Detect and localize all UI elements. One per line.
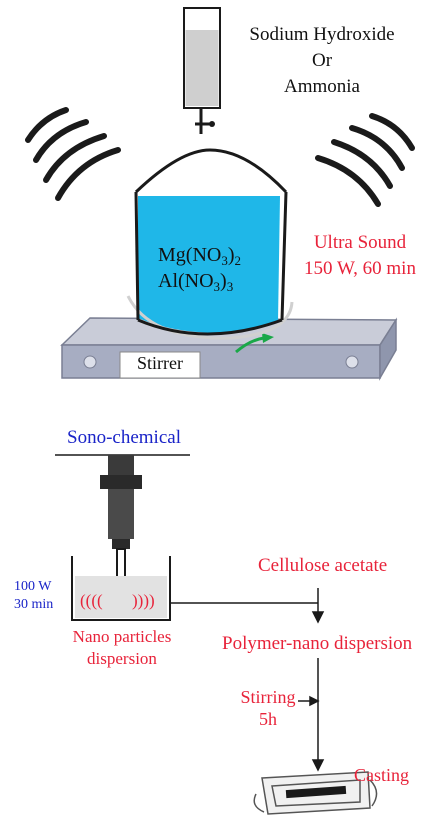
sonication-time: 30 min [14,597,54,612]
reagent-line-2: Or [311,50,333,71]
sono-chemical-title: Sono-chemical [67,427,181,448]
flow-arrows [170,588,325,772]
ultrasonic-waves-right: )))) [132,591,155,610]
nano-line-1: Nano particles [72,627,172,646]
sonicator-probe [55,454,190,596]
stirring-line-2: 5h [259,709,277,729]
casting-tray [253,771,378,815]
stirrer-label: Stirrer [137,353,183,373]
ultrasound-label: Ultra Sound 150 W, 60 min [290,230,430,282]
sound-waves-right-icon [315,113,415,207]
salt-formula-al: Al(NO3)3 [158,270,234,294]
nano-dispersion-label: Nano particles dispersion [52,626,192,670]
beaker [126,148,294,340]
nano-line-2: dispersion [87,649,157,668]
salt-formula-mg: Mg(NO3)2 [158,244,242,268]
stirring-line-1: Stirring [240,687,296,707]
reagent-line-3: Ammonia [284,76,360,97]
ultrasonic-waves-left: (((( [80,591,103,610]
sound-waves-left-icon [25,107,121,201]
salt-formulas: Mg(NO3)2 Al(NO3)3 [158,242,241,294]
dispersion-container [71,556,171,621]
burette [183,7,221,134]
ultrasound-line-1: Ultra Sound [313,232,407,253]
polymer-nano-dispersion-label: Polymer-nano dispersion [222,633,413,654]
cellulose-acetate-label: Cellulose acetate [258,555,388,576]
reagent-line-1: Sodium Hydroxide [249,24,395,45]
reagent-label: Sodium Hydroxide Or Ammonia [224,22,420,100]
ultrasound-line-2: 150 W, 60 min [304,258,416,279]
sonication-settings: 100 W 30 min [14,578,53,614]
casting-label: Casting [354,765,410,785]
sonication-power: 100 W [14,579,52,594]
stirring-label: Stirring 5h [236,686,300,730]
